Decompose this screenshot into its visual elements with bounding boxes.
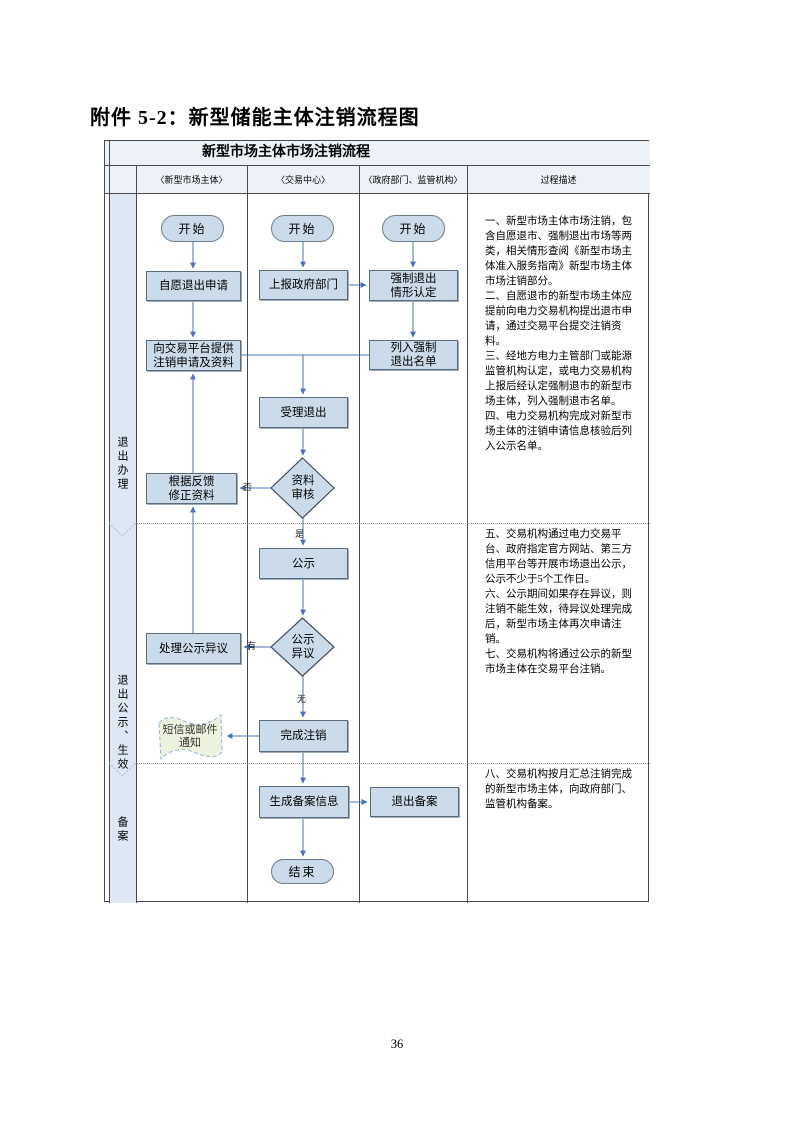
process-description-section-2: 五、交易机构通过电力交易平台、政府指定官方网站、第三方信用平台等开展市场退出公示… <box>485 527 637 677</box>
node-complete-cancellation: 完成注销 <box>259 720 348 752</box>
col1-divider <box>247 165 248 903</box>
sidebar-chevron-2 <box>108 762 137 777</box>
start-node-market-entity: 开始 <box>161 215 224 242</box>
branch-label-has: 有 <box>247 641 257 651</box>
desc-paragraph: 一、新型市场主体市场注销，包含自愿退市、强制退出市场等两类，相关情形查阅《新型市… <box>485 216 632 287</box>
attachment-title: 附件 5-2：新型储能主体注销流程图 <box>90 107 420 129</box>
node-generate-filing-info: 生成备案信息 <box>259 786 349 818</box>
sidebar-chevron-1 <box>108 522 137 537</box>
col3-divider <box>467 165 468 903</box>
column-header-market-entity: 〈新型市场主体〉 <box>155 174 228 185</box>
node-exit-filing: 退出备案 <box>370 787 459 817</box>
node-handle-objection: 处理公示异议 <box>146 633 241 664</box>
start-node-trading-center: 开始 <box>271 215 334 242</box>
node-provide-cancel-materials: 向交易平台提供 注销申请及资料 <box>146 340 241 371</box>
section-divider-1 <box>136 523 650 524</box>
sidebar-column-background <box>109 193 136 903</box>
col2-divider <box>359 165 360 903</box>
sidebar-label-exit-handling: 退出办理 <box>116 436 128 492</box>
node-report-to-gov: 上报政府部门 <box>259 270 348 300</box>
column-header-process-desc: 过程描述 <box>540 174 577 185</box>
decision-publicity-objection-label: 公示 异议 <box>291 634 315 660</box>
header-row-divider <box>105 193 650 194</box>
node-publicity: 公示 <box>259 548 348 579</box>
decision-material-review-label: 资料 审核 <box>291 475 315 501</box>
title-row-background <box>105 141 650 165</box>
desc-paragraph: 七、交易机构将通过公示的新型市场主体在交易平台注销。 <box>485 649 632 675</box>
branch-label-no: 否 <box>243 482 253 492</box>
sms-notice-label: 短信或邮件 通知 <box>162 723 218 750</box>
branch-label-yes: 是 <box>295 529 305 539</box>
desc-paragraph: 八、交易机构按月汇总注销完成的新型市场主体，向政府部门、监管机构备案。 <box>485 769 632 810</box>
decision-publicity-objection-shape <box>270 617 335 677</box>
node-forced-exit-determination: 强制退出 情形认定 <box>369 270 458 301</box>
header-row-background <box>105 165 650 193</box>
node-voluntary-exit-apply: 自愿退出申请 <box>146 271 241 301</box>
process-description-section-3: 八、交易机构按月汇总注销完成的新型市场主体，向政府部门、监管机构备案。 <box>485 767 637 812</box>
end-node: 结束 <box>271 859 334 884</box>
title-row-divider <box>105 165 650 166</box>
desc-paragraph: 五、交易机构通过电力交易平台、政府指定官方网站、第三方信用平台等开展市场退出公示… <box>485 529 632 585</box>
inner-left-border <box>109 141 110 903</box>
desc-paragraph: 二、自愿退市的新型市场主体应提前向电力交易机构提出退市申请，通过交易平台提交注销… <box>485 291 632 347</box>
sidebar-divider <box>136 165 137 903</box>
column-header-gov-regulator: 〈政府部门、监管机构〉 <box>363 174 463 185</box>
branch-label-none: 无 <box>297 694 307 704</box>
decision-material-review-shape <box>270 457 335 519</box>
desc-paragraph: 六、公示期间如果存在异议，则注销不能生效，待异议处理完成后，新型市场主体再次申请… <box>485 589 632 645</box>
flowchart-table: 新型市场主体市场注销流程 〈新型市场主体〉 〈交易中心〉 〈政府部门、监管机构〉… <box>104 140 650 903</box>
start-node-gov: 开始 <box>382 215 445 242</box>
flow-connectors <box>108 242 416 857</box>
node-accept-exit: 受理退出 <box>259 397 348 428</box>
process-description-section-1: 一、新型市场主体市场注销，包含自愿退市、强制退出市场等两类，相关情形查阅《新型市… <box>485 214 637 454</box>
section-divider-2 <box>136 763 650 764</box>
flowchart-title: 新型市场主体市场注销流程 <box>202 145 370 160</box>
sms-notice-shape <box>158 713 223 761</box>
node-revise-materials: 根据反馈 修正资料 <box>146 473 237 504</box>
desc-paragraph: 三、经地方电力主管部门或能源监管机构认定，或电力交易机构上报后经认定强制退市的新… <box>485 351 632 407</box>
sidebar-label-publicity-effective: 退出公示、生效 <box>116 674 128 772</box>
sidebar-label-filing: 备案 <box>116 816 128 844</box>
node-forced-exit-list: 列入强制 退出名单 <box>369 340 458 370</box>
column-header-trading-center: 〈交易中心〉 <box>275 174 330 185</box>
page-number: 36 <box>390 1037 404 1051</box>
desc-paragraph: 四、电力交易机构完成对新型市场主体的注销申请信息核验后列入公示名单。 <box>485 411 632 452</box>
